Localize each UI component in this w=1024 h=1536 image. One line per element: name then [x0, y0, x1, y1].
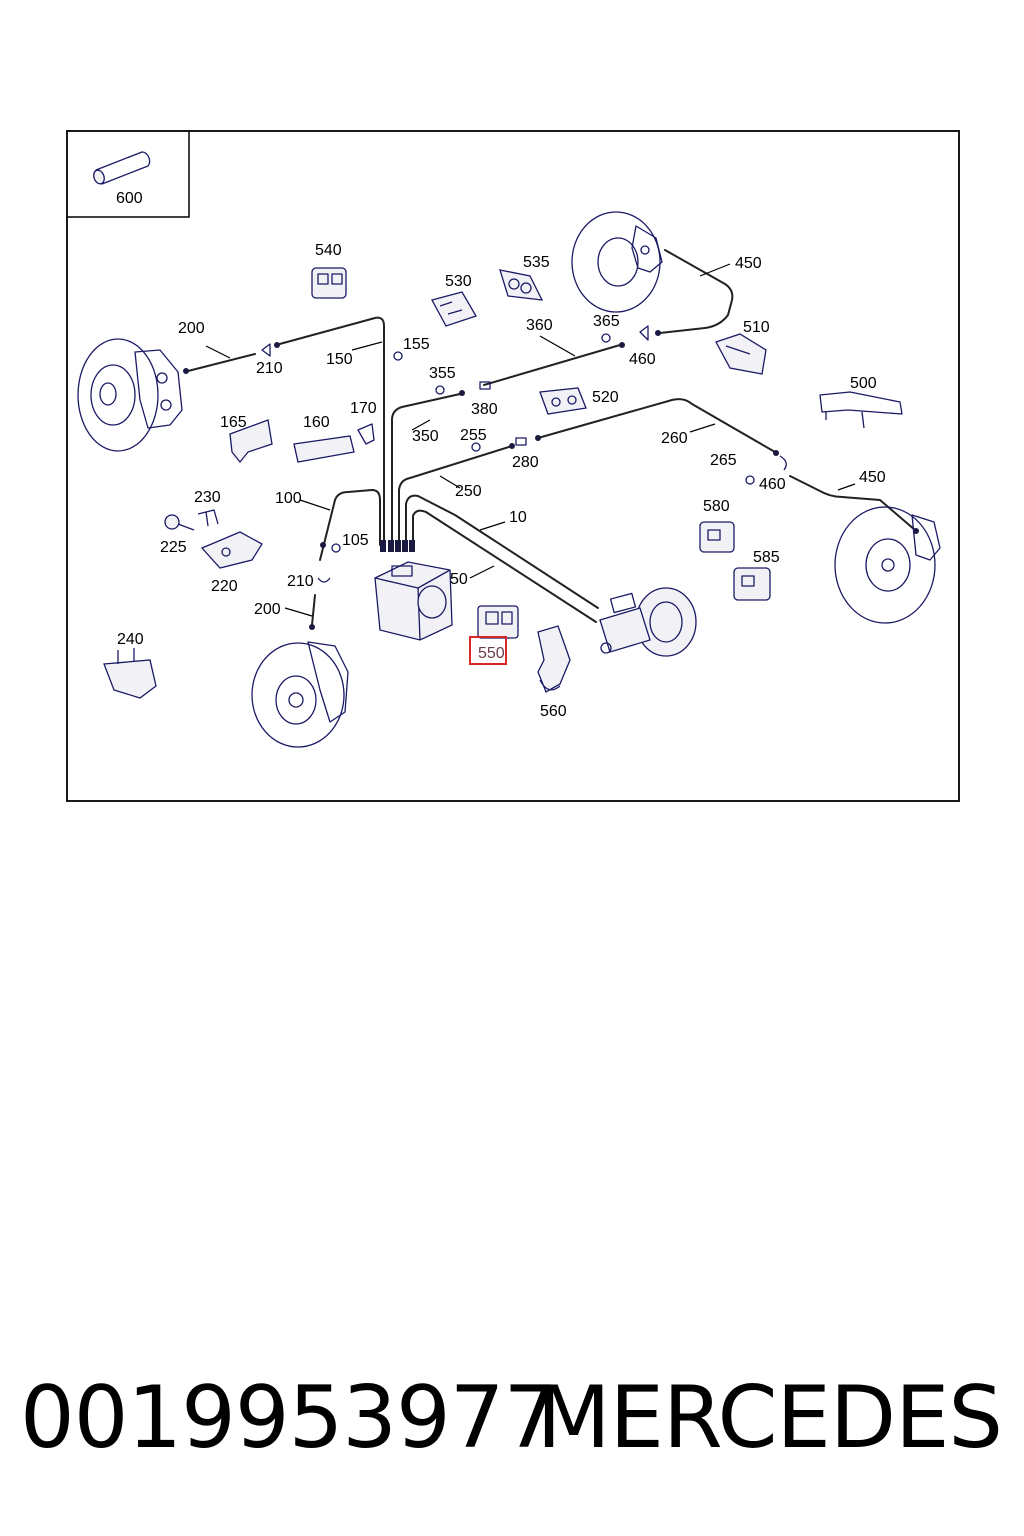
callout-230: 230: [194, 489, 221, 506]
part-clip-230[interactable]: [197, 509, 219, 527]
callout-510: 510: [743, 319, 770, 336]
part-pad-510[interactable]: [715, 333, 767, 375]
callout-380: 380: [471, 401, 498, 418]
callout-225: 225: [160, 539, 187, 556]
callout-240: 240: [117, 631, 144, 648]
part-sleeve-600[interactable]: [92, 151, 151, 185]
brake-system-parts-diagram: 600 540 530 535 450 200 210 150 155 360 …: [66, 130, 960, 802]
callout-165: 165: [220, 414, 247, 431]
part-brake-booster-master-cylinder[interactable]: [599, 587, 697, 657]
brand-name: MERCEDES: [536, 1368, 1003, 1468]
callout-500: 500: [850, 375, 877, 392]
callout-585: 585: [753, 549, 780, 566]
inset-box: [67, 131, 190, 218]
leader-lines: [205, 263, 856, 617]
brake-lines: [187, 249, 916, 626]
callout-50: 50: [450, 571, 468, 588]
part-bracket-240[interactable]: [103, 648, 157, 699]
highlight-box-550[interactable]: [469, 636, 507, 665]
pipe-fittings: [183, 330, 919, 630]
callout-220: 220: [211, 578, 238, 595]
callout-210-bottom: 210: [287, 573, 314, 590]
callout-255: 255: [460, 427, 487, 444]
part-bracket-160[interactable]: [293, 435, 355, 463]
part-sensor-580[interactable]: [699, 521, 735, 553]
callout-250: 250: [455, 483, 482, 500]
callout-265: 265: [710, 452, 737, 469]
callout-100: 100: [275, 490, 302, 507]
part-pad-535[interactable]: [499, 269, 544, 301]
part-abs-hydraulic-unit[interactable]: [374, 561, 453, 641]
callout-530: 530: [445, 273, 472, 290]
callout-460-top: 460: [629, 351, 656, 368]
callout-labels: 600 540 530 535 450 200 210 150 155 360 …: [116, 190, 886, 720]
callout-200-top: 200: [178, 320, 205, 337]
part-number: 0019953977: [20, 1368, 558, 1468]
callout-160: 160: [303, 414, 330, 431]
part-holder-500[interactable]: [819, 391, 903, 429]
part-bracket-560[interactable]: [537, 625, 571, 693]
callout-520: 520: [592, 389, 619, 406]
callout-535: 535: [523, 254, 550, 271]
callout-460-bottom: 460: [759, 476, 786, 493]
callout-170: 170: [350, 400, 377, 417]
footer: 0019953977 MERCEDES: [0, 1370, 1024, 1480]
callout-280: 280: [512, 454, 539, 471]
callout-450-bottom: 450: [859, 469, 886, 486]
callout-150: 150: [326, 351, 353, 368]
part-brake-disc-front-bottom[interactable]: [251, 641, 349, 748]
part-pad-520[interactable]: [539, 387, 587, 415]
callout-105: 105: [342, 532, 369, 549]
part-bolt-225[interactable]: [164, 514, 195, 531]
callout-580: 580: [703, 498, 730, 515]
callout-210-top: 210: [256, 360, 283, 377]
callout-560: 560: [540, 703, 567, 720]
part-bracket-165[interactable]: [229, 419, 273, 464]
part-brake-disc-rear-top[interactable]: [571, 211, 663, 313]
callout-365: 365: [593, 313, 620, 330]
callout-355: 355: [429, 365, 456, 382]
part-pad-530[interactable]: [431, 291, 477, 327]
part-brake-disc-rear-right[interactable]: [834, 506, 941, 624]
callout-600: 600: [116, 190, 143, 207]
callout-200-bottom: 200: [254, 601, 281, 618]
callout-155: 155: [403, 336, 430, 353]
part-sensor-550[interactable]: [477, 605, 519, 639]
part-sensor-585[interactable]: [733, 567, 771, 601]
part-brake-disc-front-left[interactable]: [77, 338, 183, 452]
callout-450-top: 450: [735, 255, 762, 272]
callout-540: 540: [315, 242, 342, 259]
callout-360: 360: [526, 317, 553, 334]
small-hardware: [261, 325, 787, 583]
part-clip-170[interactable]: [357, 423, 375, 445]
callout-350: 350: [412, 428, 439, 445]
callout-260: 260: [661, 430, 688, 447]
callout-550: 550: [478, 645, 505, 662]
diagram-frame: [66, 130, 960, 802]
part-sensor-540[interactable]: [311, 267, 347, 299]
callout-10: 10: [509, 509, 527, 526]
part-bracket-220[interactable]: [200, 531, 263, 569]
